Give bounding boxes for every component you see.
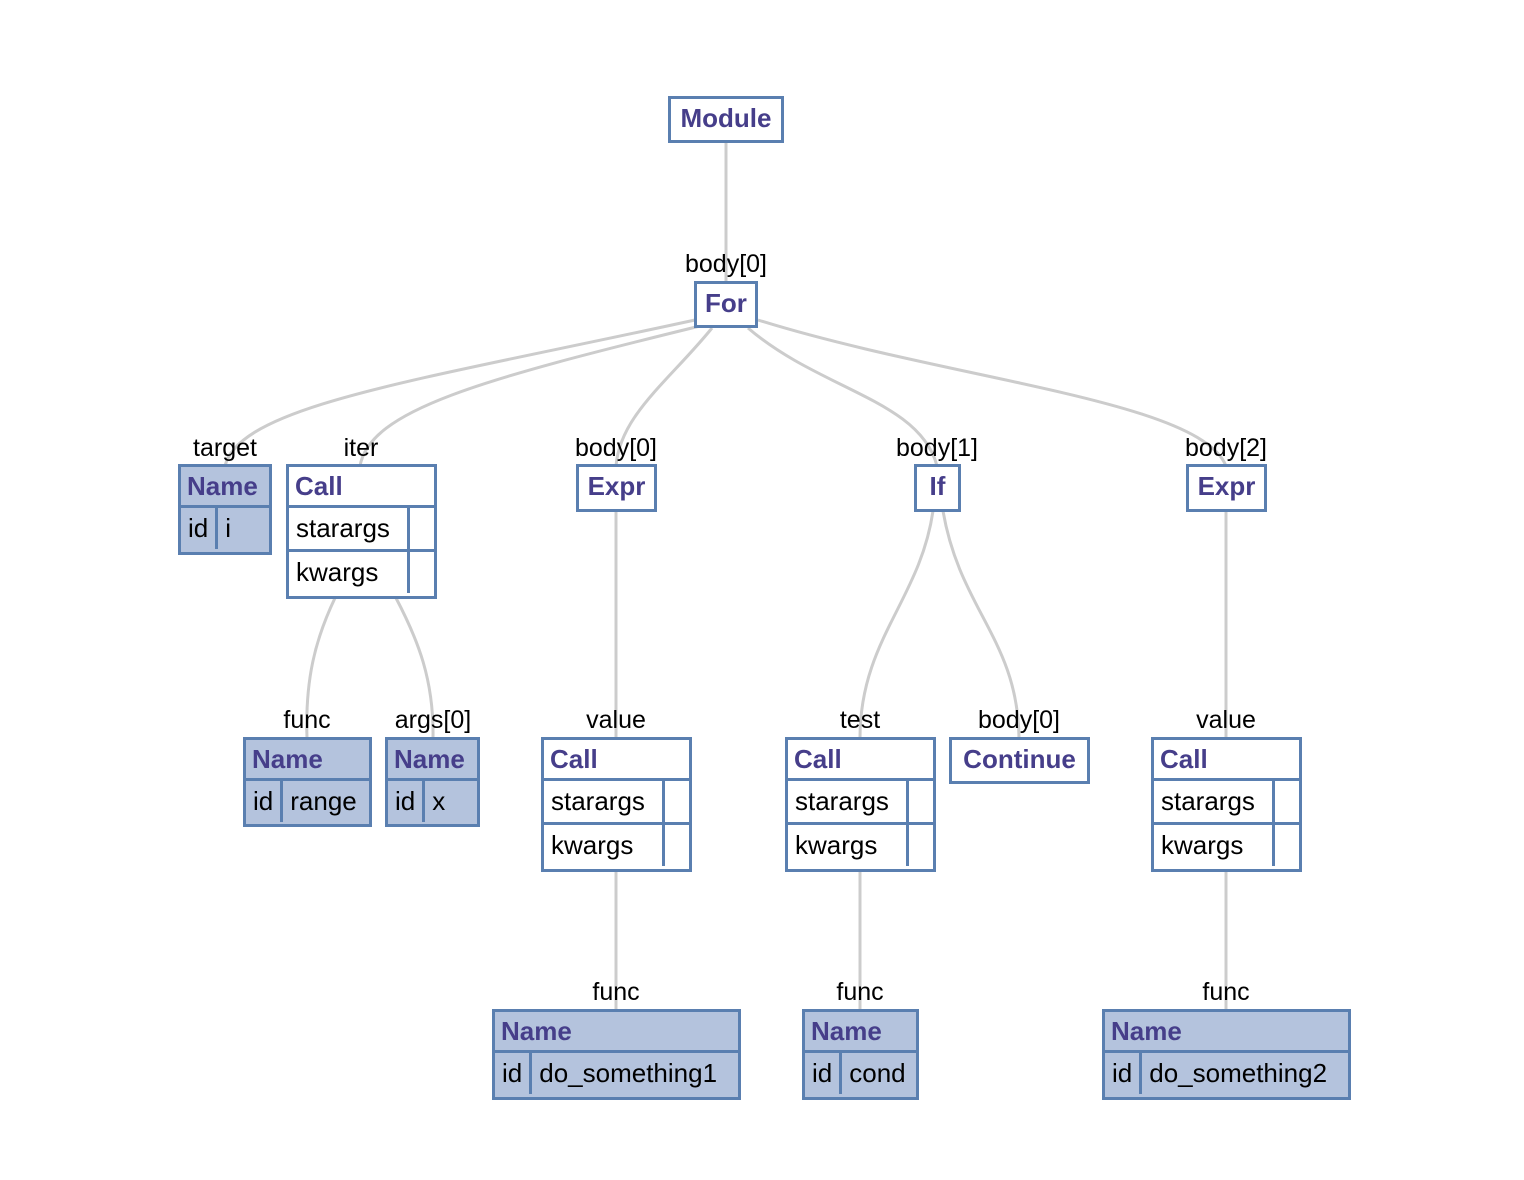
node-type: If: [929, 471, 946, 501]
if-node: If: [914, 464, 961, 512]
field-row: starargs: [289, 505, 434, 549]
field-key: id: [495, 1053, 533, 1094]
field-key: kwargs: [289, 552, 410, 593]
edge-label-test: test: [839, 706, 881, 734]
edge-label-call2: value: [1196, 706, 1256, 734]
field-value-empty: [1275, 825, 1299, 866]
field-key: starargs: [289, 508, 410, 549]
node-type: Continue: [963, 744, 1076, 774]
node-type: Name: [252, 744, 323, 774]
field-row: starargs: [544, 778, 689, 822]
field-key: id: [388, 781, 426, 822]
node-type: Expr: [1197, 471, 1256, 501]
field-row: id range: [246, 778, 369, 822]
field-key: id: [805, 1053, 843, 1094]
field-row: id do_something2: [1105, 1050, 1348, 1094]
edge-label-for: body[0]: [684, 250, 768, 278]
node-type: Name: [1111, 1016, 1182, 1046]
edge-label-continue: body[0]: [977, 706, 1061, 734]
module-node: Module: [668, 96, 784, 143]
edge-label-iter: iter: [343, 434, 379, 462]
edge-label-call1: value: [586, 706, 646, 734]
node-type: Name: [811, 1016, 882, 1046]
field-key: starargs: [544, 781, 665, 822]
node-type: Name: [394, 744, 465, 774]
node-type: Module: [680, 103, 772, 133]
edge-label-expr2: body[2]: [1184, 434, 1268, 462]
field-value: do_something1: [539, 1058, 718, 1088]
node-type: Call: [794, 744, 842, 774]
edge-label-func-ds2: func: [1202, 978, 1250, 1006]
field-value: cond: [849, 1058, 906, 1088]
field-value-empty: [410, 508, 434, 549]
edge-if-continue: [941, 510, 1021, 739]
edge-label-func-cond: func: [836, 978, 884, 1006]
field-row: id cond: [805, 1050, 916, 1094]
node-type: Name: [187, 471, 258, 501]
field-row: kwargs: [788, 822, 933, 866]
edge-for-target: [223, 318, 696, 467]
edge-label-func-range: func: [283, 706, 331, 734]
field-key: kwargs: [544, 825, 665, 866]
for-node: For: [694, 281, 758, 328]
field-value-empty: [665, 825, 689, 866]
field-key: starargs: [788, 781, 909, 822]
target-name-node: Name id i: [178, 464, 272, 555]
edge-iter-args: [394, 597, 435, 739]
field-row: id i: [181, 505, 269, 549]
field-row: starargs: [1154, 778, 1299, 822]
continue-node: Continue: [949, 737, 1090, 784]
field-value-empty: [909, 781, 933, 822]
edge-label-args: args[0]: [394, 706, 472, 734]
func-range-name-node: Name id range: [243, 737, 372, 827]
field-value-empty: [1275, 781, 1299, 822]
node-type: For: [705, 288, 747, 318]
edge-for-if: [747, 326, 939, 467]
field-row: kwargs: [1154, 822, 1299, 866]
edge-for-expr2: [757, 318, 1228, 467]
node-type: Expr: [587, 471, 646, 501]
args-x-name-node: Name id x: [385, 737, 480, 827]
do-something2-name-node: Name id do_something2: [1102, 1009, 1351, 1100]
field-value: range: [290, 786, 357, 816]
field-value-empty: [909, 825, 933, 866]
edge-label-expr1: body[0]: [574, 434, 658, 462]
field-key: id: [1105, 1053, 1143, 1094]
edge-iter-func: [305, 597, 337, 739]
field-value: i: [225, 513, 232, 543]
node-type: Call: [295, 471, 343, 501]
field-value-empty: [665, 781, 689, 822]
field-row: kwargs: [544, 822, 689, 866]
edge-for-expr1: [614, 327, 714, 467]
edge-for-iter: [358, 324, 701, 467]
field-row: kwargs: [289, 549, 434, 593]
field-key: id: [181, 508, 219, 549]
expr1-node: Expr: [576, 464, 657, 512]
field-row: starargs: [788, 778, 933, 822]
test-call-node: Call starargs kwargs: [785, 737, 936, 872]
cond-name-node: Name id cond: [802, 1009, 919, 1100]
node-type: Call: [1160, 744, 1208, 774]
node-type: Name: [501, 1016, 572, 1046]
field-key: id: [246, 781, 284, 822]
field-value: x: [432, 786, 446, 816]
edge-if-test: [858, 510, 935, 739]
field-value: do_something2: [1149, 1058, 1328, 1088]
field-value-empty: [410, 552, 434, 593]
call2-node: Call starargs kwargs: [1151, 737, 1302, 872]
node-type: Call: [550, 744, 598, 774]
edge-label-func-ds1: func: [592, 978, 640, 1006]
field-key: starargs: [1154, 781, 1275, 822]
field-key: kwargs: [1154, 825, 1275, 866]
edge-label-target: target: [193, 434, 257, 462]
expr2-node: Expr: [1186, 464, 1267, 512]
do-something1-name-node: Name id do_something1: [492, 1009, 741, 1100]
iter-call-node: Call starargs kwargs: [286, 464, 437, 599]
field-row: id do_something1: [495, 1050, 738, 1094]
edge-label-if: body[1]: [895, 434, 979, 462]
field-key: kwargs: [788, 825, 909, 866]
call1-node: Call starargs kwargs: [541, 737, 692, 872]
field-row: id x: [388, 778, 477, 822]
